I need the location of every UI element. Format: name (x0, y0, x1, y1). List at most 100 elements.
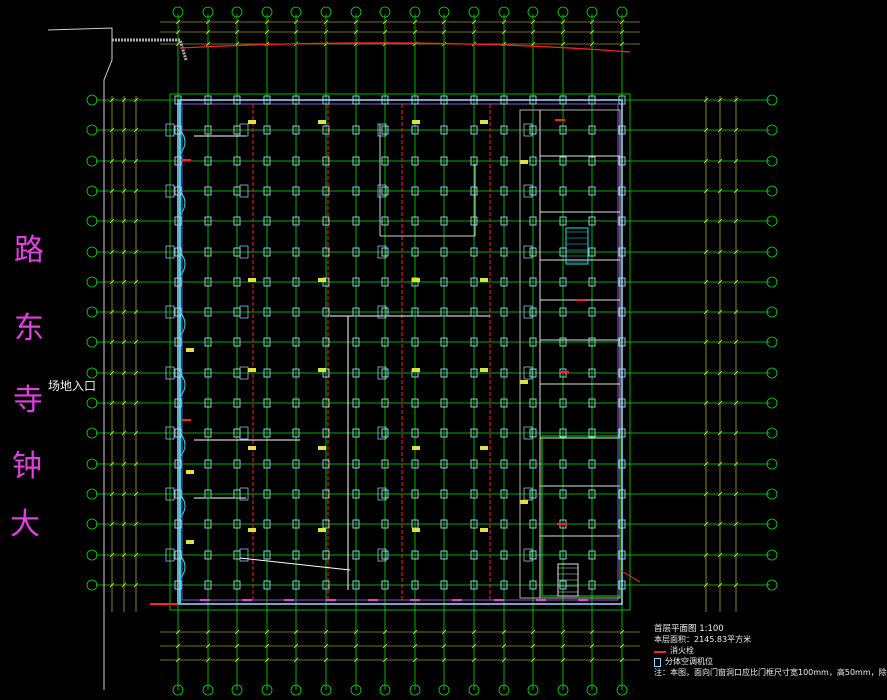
column (470, 277, 478, 287)
column (174, 95, 182, 105)
axis-bubble (527, 684, 539, 696)
dimension-tick (121, 521, 127, 527)
column (292, 186, 300, 196)
dimension-tick (733, 370, 739, 376)
column (233, 216, 241, 226)
dimension-tick (733, 582, 739, 588)
dimension-tick (717, 188, 723, 194)
dimension-tick (109, 461, 115, 467)
column (204, 125, 212, 135)
dimension-tick (121, 582, 127, 588)
column (500, 307, 508, 317)
axis-bubble (498, 6, 510, 18)
dimension-tick (717, 279, 723, 285)
column (500, 519, 508, 529)
axis-bubble (86, 518, 98, 530)
door-tag (480, 528, 488, 532)
ac-unit (377, 426, 387, 440)
dimension-tick (703, 218, 709, 224)
column (381, 550, 389, 560)
column (352, 156, 360, 166)
column (292, 95, 300, 105)
door-tag (318, 528, 326, 532)
column (618, 95, 626, 105)
axis-bubble (86, 276, 98, 288)
column (381, 95, 389, 105)
column (352, 247, 360, 257)
dimension-tick (619, 643, 625, 649)
dimension-tick (109, 582, 115, 588)
dimension-tick (619, 19, 625, 25)
column (204, 398, 212, 408)
dimension-tick (703, 491, 709, 497)
column (529, 337, 537, 347)
dimension-tick (353, 19, 359, 25)
axis-bubble (766, 488, 778, 500)
column (440, 489, 448, 499)
column (500, 186, 508, 196)
ac-unit (239, 305, 249, 319)
column (174, 489, 182, 499)
ac-unit (523, 184, 533, 198)
column (411, 580, 419, 590)
dimension-tick (121, 188, 127, 194)
ac-unit (523, 548, 533, 562)
ac-unit (239, 184, 249, 198)
hatched-wall (112, 38, 188, 61)
column (559, 428, 567, 438)
column (559, 489, 567, 499)
axis-bubble (586, 684, 598, 696)
dimension-tick (205, 643, 211, 649)
ac-unit (523, 426, 533, 440)
dimension-tick (133, 249, 139, 255)
column (500, 95, 508, 105)
axis-bubble (468, 684, 480, 696)
door-swing (179, 432, 186, 458)
ac-unit (239, 245, 249, 259)
dimension-tick (121, 400, 127, 406)
column (529, 216, 537, 226)
dimension-tick (133, 158, 139, 164)
axis-bubble (86, 246, 98, 258)
column (500, 368, 508, 378)
column (618, 125, 626, 135)
dimension-tick (717, 582, 723, 588)
ac-unit (239, 548, 249, 562)
column (263, 489, 271, 499)
column (559, 580, 567, 590)
column (618, 550, 626, 560)
axis-bubble (261, 6, 273, 18)
column (381, 580, 389, 590)
column (204, 459, 212, 469)
dimension-tick (560, 643, 566, 649)
axis-bubble (557, 6, 569, 18)
ac-unit (377, 487, 387, 501)
axis-bubble (290, 684, 302, 696)
dimension-tick (733, 249, 739, 255)
dimension-tick (560, 19, 566, 25)
door-tag (318, 368, 326, 372)
dimension-tick (121, 158, 127, 164)
legend: 首层平面图 1:100 本层面积：2145.83平方米 消火栓 分体空调机位 注… (654, 624, 887, 679)
dimension-tick (205, 29, 211, 35)
dimension-tick (703, 430, 709, 436)
axis-bubble (616, 684, 628, 696)
column (411, 550, 419, 560)
dimension-tick (109, 400, 115, 406)
dimension-tick (175, 643, 181, 649)
column (529, 428, 537, 438)
dimension-tick (353, 29, 359, 35)
dimension-tick (121, 552, 127, 558)
column (588, 550, 596, 560)
dimension-tick (205, 19, 211, 25)
column (292, 519, 300, 529)
axis-bubble (320, 6, 332, 18)
ac-unit (239, 426, 249, 440)
dimension-tick (560, 41, 566, 47)
column (588, 156, 596, 166)
dimension-tick (733, 218, 739, 224)
column (500, 247, 508, 257)
ac-unit (377, 548, 387, 562)
door-tag (412, 278, 420, 282)
ac-unit (523, 305, 533, 319)
